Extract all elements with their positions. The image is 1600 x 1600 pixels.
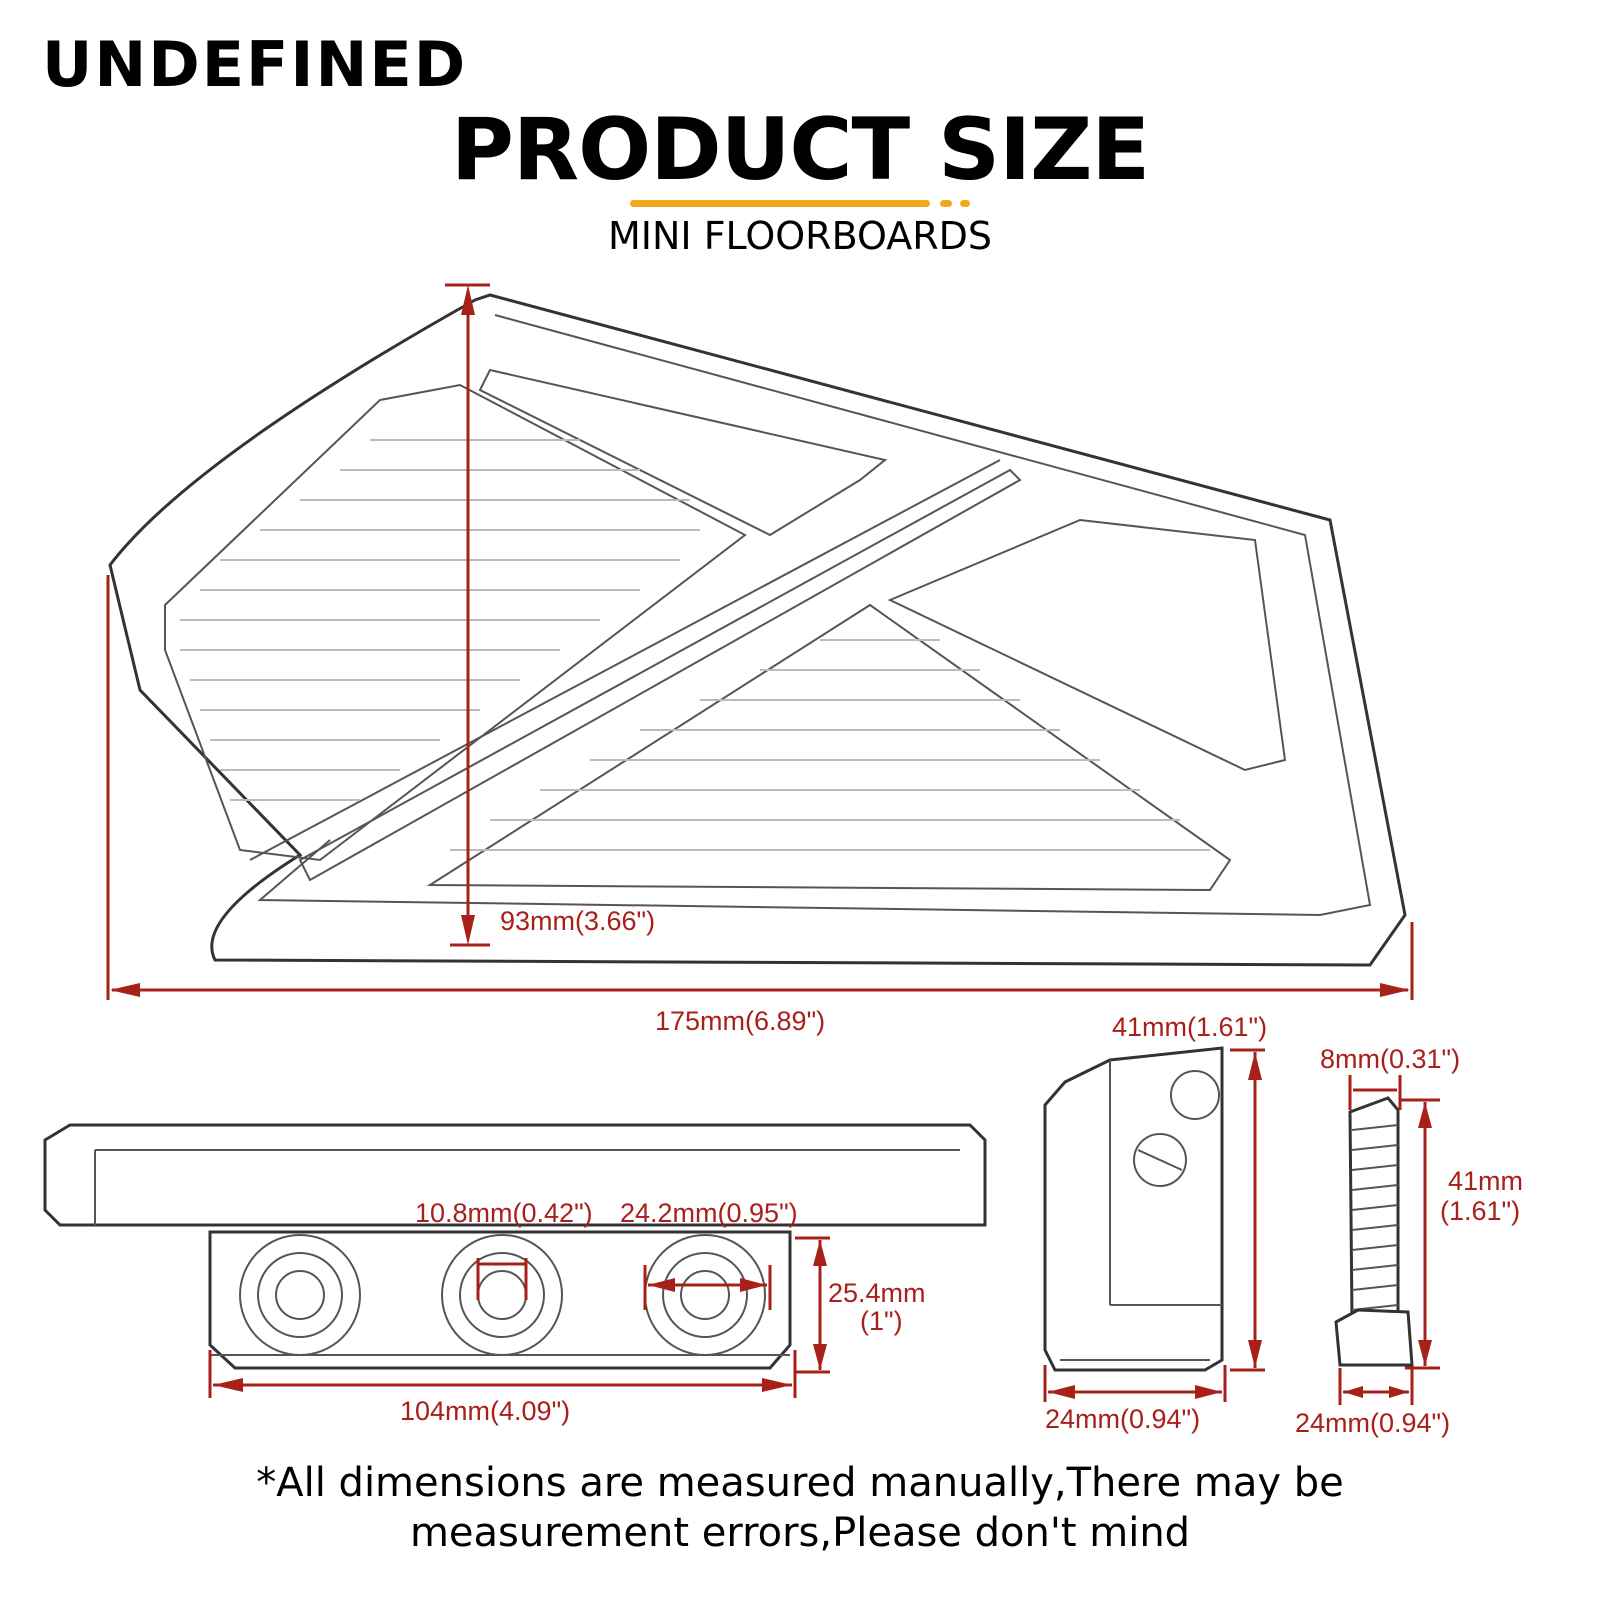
dim-bracket-height [1230,1048,1265,1372]
label-hole-spacing: 24.2mm(0.95") [620,1198,798,1228]
disclaimer-note: *All dimensions are measured manually,Th… [0,1458,1600,1558]
label-mount-height-in: (1") [860,1306,903,1336]
label-length-main: 175mm(6.89") [655,1006,825,1036]
label-bolt-length-mm: 41mm [1448,1166,1523,1196]
dim-length-main [106,575,1414,1000]
floorboard-side-view [43,1123,987,1370]
page-title: PRODUCT SIZE [450,100,1150,200]
label-hole-diameter: 10.8mm(0.42") [415,1198,593,1228]
dim-height-main [445,283,490,947]
mount-holes [239,1234,766,1356]
label-bolt-length-in: (1.61") [1440,1196,1520,1226]
label-bolt-diameter: 8mm(0.31") [1320,1044,1460,1074]
label-height-main: 93mm(3.66") [500,906,655,936]
dim-bracket-width [1043,1365,1227,1402]
subtitle: MINI FLOORBOARDS [607,214,993,258]
dim-hole-diameter [476,1258,528,1300]
dim-bolt-head-width [1338,1368,1414,1405]
dim-bolt-diameter [1348,1075,1402,1110]
label-bracket-height: 41mm(1.61") [1112,1012,1267,1042]
disclaimer-line-2: measurement errors,Please don't mind [409,1510,1191,1556]
bolt-thread-lines [1351,1124,1399,1311]
bracket-part [1043,1046,1224,1372]
grip-lines [180,439,1210,851]
accent-bar [630,200,930,207]
bolt-part [1334,1096,1414,1367]
disclaimer-line-1: *All dimensions are measured manually,Th… [256,1460,1344,1506]
accent-dot [960,200,970,207]
dim-mount-height [795,1236,830,1374]
label-bolt-head-width: 24mm(0.94") [1295,1408,1450,1438]
label-bracket-width: 24mm(0.94") [1045,1404,1200,1434]
dim-mount-length [208,1350,797,1398]
brand-logo: UNDEFINED [42,28,468,101]
floorboard-top-view [108,293,1407,967]
label-mount-height-mm: 25.4mm [828,1278,926,1308]
dim-hole-spacing [643,1265,772,1310]
label-mount-length: 104mm(4.09") [400,1396,570,1426]
dim-bolt-length [1400,1098,1440,1370]
accent-dot [940,200,952,207]
